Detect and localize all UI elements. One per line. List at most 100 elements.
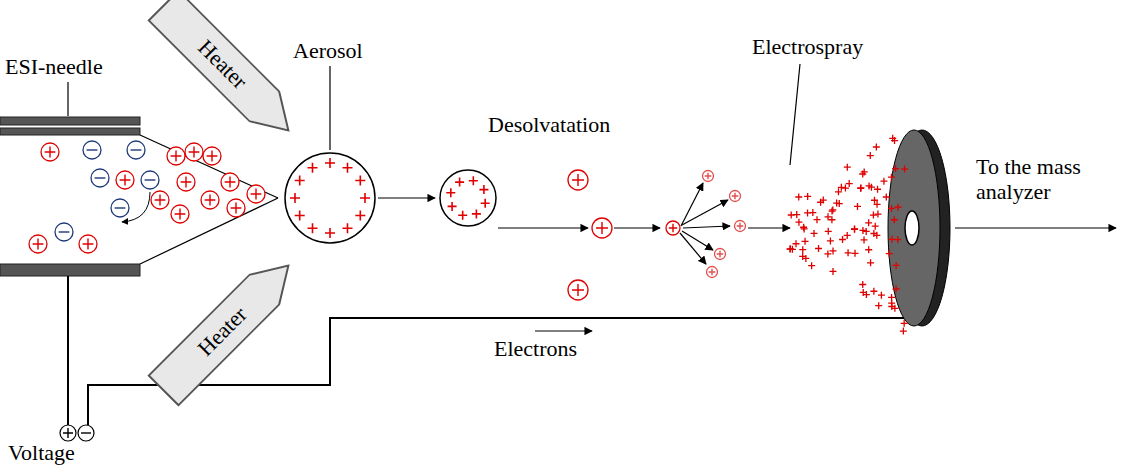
plus-sign (895, 204, 902, 211)
part-label: Desolvatation (488, 112, 610, 137)
plus-sign (809, 209, 816, 216)
heater-label: Heater (147, 249, 305, 407)
plus-sign (830, 268, 837, 275)
cation (568, 170, 588, 190)
plus-sign (795, 219, 802, 226)
plus-sign (33, 239, 44, 250)
plus-sign (811, 230, 818, 237)
plus-sign (815, 245, 822, 252)
plus-sign (669, 224, 677, 232)
plus-sign (343, 163, 353, 173)
anion (141, 171, 159, 189)
plus-sign (572, 284, 584, 296)
minus-sign (95, 177, 106, 178)
plus-sign (789, 246, 796, 253)
heater-arrow: Heater (147, 249, 305, 407)
plus-sign (888, 294, 895, 301)
plus-sign (717, 251, 724, 258)
part-label: Electrons (494, 336, 577, 361)
plus-sign (325, 158, 335, 168)
plus-sign (175, 209, 186, 220)
plus-sign (817, 199, 824, 206)
plus-sign (874, 211, 881, 218)
anion (55, 223, 73, 241)
plus-sign (901, 166, 908, 173)
plus-sign (888, 303, 895, 310)
plus-sign (845, 249, 852, 256)
plus-sign (872, 223, 879, 230)
minus-sign (59, 231, 70, 232)
plus-sign (851, 225, 858, 232)
plus-sign (325, 228, 335, 238)
plus-sign (844, 232, 851, 239)
plus-sign (870, 288, 877, 295)
plus-sign (829, 206, 836, 213)
plus-sign (880, 178, 887, 185)
plus-sign (225, 177, 236, 188)
plus-sign (83, 239, 94, 250)
plus-sign (207, 151, 218, 162)
plus-sign (799, 246, 806, 253)
plus-sign (295, 211, 305, 221)
cation (735, 221, 746, 232)
plus-sign (479, 185, 488, 194)
plus-sign (861, 236, 868, 243)
plus-sign (802, 238, 809, 245)
plus-sign (901, 320, 908, 327)
plus-sign (852, 250, 859, 257)
plus-sign (308, 223, 318, 233)
plus-sign (231, 203, 242, 214)
plus-sign (888, 174, 895, 181)
plus-sign (360, 193, 370, 203)
cation (116, 171, 134, 189)
plus-sign (861, 168, 868, 175)
plus-sign (893, 262, 900, 269)
cation (203, 147, 221, 165)
plus-sign (851, 226, 858, 233)
plus-sign (842, 185, 849, 192)
plus-sign (867, 152, 874, 159)
cation (41, 143, 59, 161)
plus-sign (120, 175, 131, 186)
cation (167, 147, 185, 165)
plus-sign (481, 199, 490, 208)
plus-sign (458, 211, 467, 220)
plus-sign (45, 147, 56, 158)
plus-sign (827, 237, 834, 244)
part-label: To the mass analyzer (976, 154, 1116, 205)
plus-sign (865, 246, 872, 253)
cation (592, 218, 612, 238)
plus-sign (874, 186, 881, 193)
plus-sign (181, 177, 192, 188)
plus-sign (857, 184, 864, 191)
plus-sign (355, 176, 365, 186)
plus-sign (888, 205, 895, 212)
cation (177, 173, 195, 191)
plus-sign (866, 182, 873, 189)
minus-sign (145, 179, 156, 180)
plus-sign (844, 164, 851, 171)
plus-sign (857, 185, 864, 192)
cation (185, 143, 203, 161)
cation (171, 205, 189, 223)
minus-sign (115, 207, 126, 208)
cation (247, 185, 265, 203)
cation (221, 173, 239, 191)
plus-sign (343, 223, 353, 233)
plus-sign (290, 193, 300, 203)
plus-sign (854, 203, 861, 210)
plus-sign (709, 269, 716, 276)
plus-sign (171, 151, 182, 162)
plus-sign (825, 213, 832, 220)
plus-sign (900, 328, 907, 335)
anion (83, 141, 101, 159)
heater-label: Heater (147, 0, 305, 147)
cation (201, 191, 219, 209)
cation (730, 191, 741, 202)
part-label: ESI-needle (5, 54, 103, 79)
plus-sign (889, 236, 896, 243)
plus-sign (788, 211, 795, 218)
plus-sign (705, 173, 712, 180)
plus-sign (813, 216, 820, 223)
